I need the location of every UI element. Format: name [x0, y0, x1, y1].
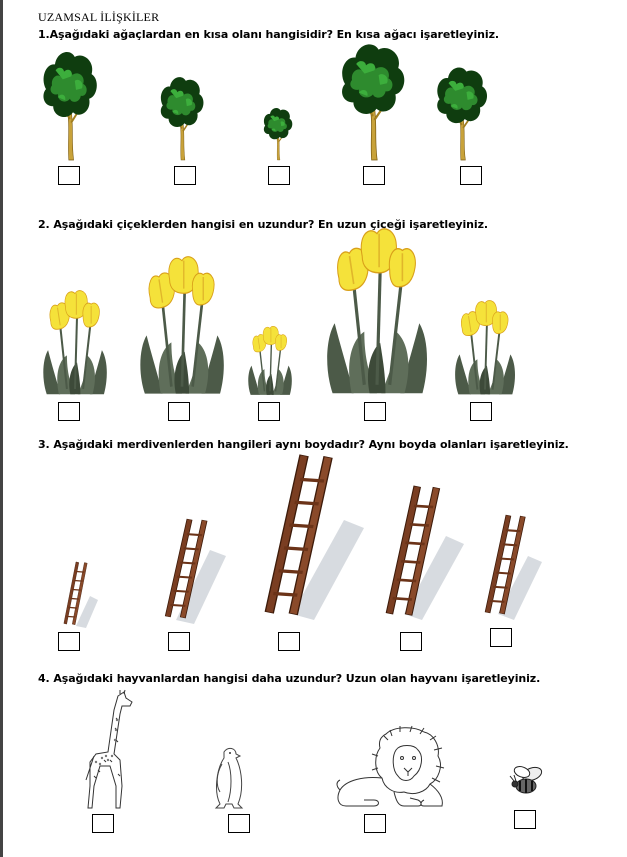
tulip-4-checkbox[interactable]	[364, 402, 386, 421]
ladder-1-checkbox[interactable]	[58, 632, 80, 651]
tulip-5-checkbox[interactable]	[470, 402, 492, 421]
ladder-5-illustration	[483, 510, 532, 617]
ladder-3-checkbox[interactable]	[278, 632, 300, 651]
tree-3-checkbox[interactable]	[268, 166, 290, 185]
ladder-2-checkbox[interactable]	[168, 632, 190, 651]
tulip-2-checkbox[interactable]	[168, 402, 190, 421]
tree-4-checkbox[interactable]	[363, 166, 385, 185]
ladder-1-illustration	[62, 559, 91, 627]
bee-illustration	[509, 766, 543, 794]
ladder-2-illustration	[163, 514, 214, 621]
tulip-1-checkbox[interactable]	[58, 402, 80, 421]
ladder-4-checkbox[interactable]	[400, 632, 422, 651]
question-2-text: 2. Aşağıdaki çiçeklerden hangisi en uzun…	[38, 218, 488, 231]
ladder-4-illustration	[382, 482, 446, 618]
lion-illustration	[336, 725, 445, 807]
ladder-3-illustration	[260, 450, 340, 618]
worksheet-title: UZAMSAL İLİŞKİLER	[38, 10, 160, 24]
tree-2-checkbox[interactable]	[174, 166, 196, 185]
giraffe-illustration	[85, 689, 133, 809]
tree-5-checkbox[interactable]	[460, 166, 482, 185]
penguin-illustration	[214, 747, 244, 809]
bee-checkbox[interactable]	[514, 810, 536, 829]
tree-1-checkbox[interactable]	[58, 166, 80, 185]
question-3-text: 3. Aşağıdaki merdivenlerden hangileri ay…	[38, 438, 569, 451]
giraffe-checkbox[interactable]	[92, 814, 114, 833]
lion-checkbox[interactable]	[364, 814, 386, 833]
tulip-3-checkbox[interactable]	[258, 402, 280, 421]
penguin-checkbox[interactable]	[228, 814, 250, 833]
page-edge	[0, 0, 3, 857]
ladder-5-checkbox[interactable]	[490, 628, 512, 647]
question-4-text: 4. Aşağıdaki hayvanlardan hangisi daha u…	[38, 672, 541, 685]
question-1-text: 1.Aşağıdaki ağaçlardan en kısa olanı han…	[38, 28, 499, 41]
